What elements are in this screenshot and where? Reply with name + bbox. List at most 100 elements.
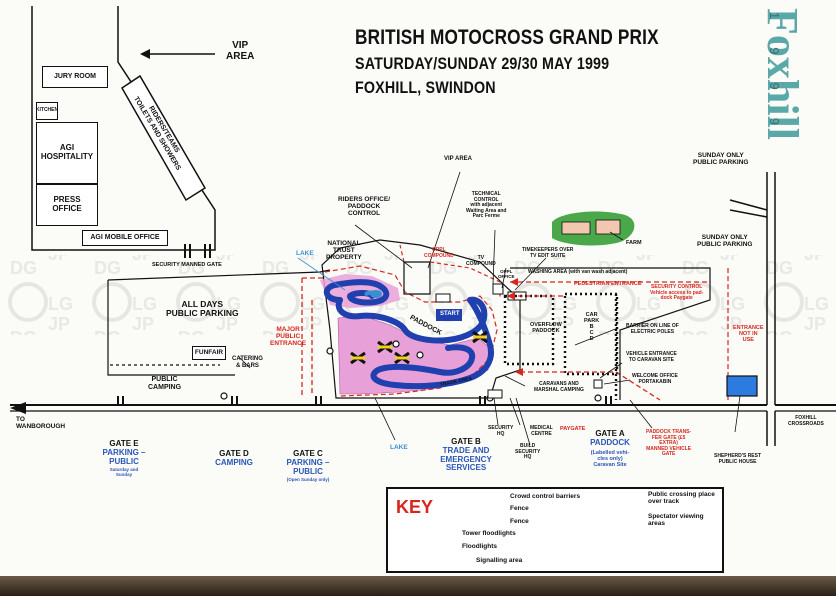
lake-top: [370, 290, 382, 298]
jury-room-box: JURY ROOM: [42, 66, 108, 88]
welcome-office-label: WELCOME OFFICE PORTAKABIN: [632, 373, 678, 385]
paddock-compound: [403, 261, 431, 295]
start-label: START: [440, 311, 460, 317]
press-office-label: PRESS OFFICE: [52, 195, 82, 213]
shepherds-rest-label: SHEPHERD'S REST PUBLIC HOUSE: [714, 453, 762, 465]
title-line-3: FOXHILL, SWINDON: [355, 78, 496, 97]
gate-b: GATE B TRADE AND EMERGENCY SERVICES: [434, 437, 498, 473]
key-tower-floodlights: Tower floodlights: [462, 530, 516, 537]
gate-e-desc: PARKING – PUBLIC: [102, 447, 146, 466]
gate-c-note: (Open Sunday only): [286, 477, 330, 483]
parking-fence-top: [107, 269, 331, 281]
paygate-label: PAYGATE: [560, 426, 586, 432]
title-line-2: SATURDAY/SUNDAY 29/30 MAY 1999: [355, 54, 610, 73]
all-days-parking-fence: [107, 280, 235, 376]
press-office-box: PRESS OFFICE: [36, 184, 98, 226]
vip-area-top-label: VIP AREA: [226, 40, 255, 62]
lake-leader: [297, 257, 346, 291]
key-fence-1: Fence: [510, 505, 529, 512]
oppl-compound-fence: [399, 244, 501, 298]
entrance-not-in-use-label: ENTRANCE NOT IN USE: [733, 325, 764, 344]
sunday-only-parking-2-label: SUNDAY ONLY PUBLIC PARKING: [697, 234, 753, 249]
key-title: KEY: [396, 497, 434, 517]
washing-area-label: WASHING AREA (with van wash adjacent): [528, 269, 628, 275]
crossing-markers: [350, 330, 488, 365]
lake-bottom-label: LAKE: [390, 444, 408, 451]
vip-area-mid-label: VIP AREA: [444, 156, 473, 162]
gate-a-note: (Labelled vehi- cles only) Caravan Site: [590, 449, 630, 468]
tv-compound-label: TV COMPOUND: [466, 255, 496, 267]
gate-posts: [117, 396, 612, 405]
technical-control-label: TECHNICAL CONTROL with adjacent Waiting …: [466, 191, 507, 219]
key-crossing: Public crossing place over track: [648, 491, 715, 505]
caravans-label: CARAVANS AND MARSHAL CAMPING: [534, 381, 584, 393]
gate-d-name: GATE D: [219, 449, 249, 458]
leader-lines: [237, 171, 741, 446]
major-public-entrance-label: MAJOR PUBLIC ENTRANCE: [270, 326, 307, 348]
riders-office-label: RIDERS OFFICE/ PADDOCK CONTROL: [338, 196, 391, 218]
gate-c: GATE C PARKING – PUBLIC (Open Sunday onl…: [266, 449, 350, 483]
lake-top-label: LAKE: [296, 250, 314, 257]
medical-centre-label: MEDICAL CENTRE: [530, 425, 553, 437]
farm-building-1: [561, 221, 591, 235]
paddock-transfer-gate-label: PADDOCK TRANS- FER GATE (£5 EXTRA) MANNE…: [646, 429, 692, 457]
gate-d-desc: CAMPING: [215, 457, 253, 467]
security-gate-posts: [184, 244, 211, 258]
kitchen-label: KITCHEN: [35, 107, 59, 114]
foxhill-logo-text: Foxhill: [758, 8, 807, 141]
agi-mobile-office-box: AGI MOBILE OFFICE: [82, 230, 168, 246]
title-line-1: BRITISH MOTOCROSS GRAND PRIX: [355, 26, 659, 49]
key-signalling: Signalling area: [476, 557, 523, 564]
security-manned-gate-label: SECURITY MANNED GATE: [152, 262, 222, 268]
race-track: [323, 279, 494, 390]
foxhill-logo-year: 1999: [767, 12, 782, 153]
gate-a: GATE A PADDOCK (Labelled vehi- cles only…: [582, 429, 638, 468]
scan-edge: [0, 576, 836, 596]
gate-e-name: GATE E: [109, 439, 139, 448]
timekeepers-box: [492, 283, 504, 295]
gate-c-name: GATE C: [293, 449, 323, 458]
gate-c-desc: PARKING – PUBLIC: [286, 457, 330, 476]
vip-enclosure-outline: [31, 6, 216, 251]
oppl-compound-label: OPPL COMPOUND: [424, 247, 454, 259]
all-days-parking-label: ALL DAYS PUBLIC PARKING: [166, 299, 239, 319]
overflow-paddock-label: OVERFLOW PADDOCK: [530, 322, 562, 335]
funfair-box: FUNFAIR: [192, 346, 226, 360]
timekeepers-label: TIMEKEEPERS OVER TV EDIT SUITE: [522, 247, 574, 259]
gate-b-name: GATE B: [451, 437, 481, 446]
foxhill-crossroads-label: FOXHILL CROSSROADS: [788, 415, 824, 427]
kitchen-box: KITCHEN: [36, 102, 58, 120]
car-park-label: CAR PARK B C D: [584, 312, 600, 343]
national-trust-label: NATIONAL TRUST PROPERTY: [326, 240, 362, 262]
farm-label: FARM: [626, 240, 642, 246]
sunday-road-1: [729, 199, 768, 211]
key-fence-2: Fence: [510, 518, 529, 525]
vip-arrow-head: [140, 49, 150, 59]
to-wanborough-label: TO WANBOROUGH: [16, 416, 66, 431]
shepherds-rest-building: [726, 375, 758, 397]
security-control-label: SECURITY CONTROL Vehicle access to pad- …: [650, 284, 704, 301]
agi-hospitality-box: AGI HOSPITALITY: [36, 122, 98, 184]
red-arrow-3: [515, 368, 523, 376]
gate-d: GATE D CAMPING: [206, 449, 262, 468]
riders-teams-building: [121, 74, 207, 202]
red-arrow-1: [510, 278, 518, 286]
gate-e: GATE E PARKING – PUBLIC Saturday and Sun…: [96, 439, 152, 478]
red-route-lines: [510, 281, 710, 401]
barrier-label: BARRIER ON LINE OF ELECTRIC POLES: [626, 323, 679, 335]
oppl-office-label: OPPL OFFICE: [498, 269, 515, 279]
jury-room-label: JURY ROOM: [53, 73, 96, 81]
right-field-fence: [510, 267, 711, 400]
major-entrance-fence: [301, 277, 325, 395]
pedestrian-entrance-label: PEDESTRIAN ENTRANCE: [574, 281, 642, 287]
key-floodlights: Floodlights: [462, 543, 498, 550]
sunday-road-2: [729, 209, 768, 218]
agi-mobile-office-label: AGI MOBILE OFFICE: [90, 234, 160, 242]
farm-building-2: [595, 219, 621, 235]
tv-compound-box: [435, 293, 451, 303]
welcome-office-box: [593, 379, 603, 389]
build-security-hq-label: BUILD SECURITY HQ: [515, 443, 541, 460]
security-hq-box: [487, 389, 503, 399]
sunday-only-parking-1-label: SUNDAY ONLY PUBLIC PARKING: [693, 152, 749, 167]
gate-a-desc: PADDOCK: [590, 437, 630, 447]
